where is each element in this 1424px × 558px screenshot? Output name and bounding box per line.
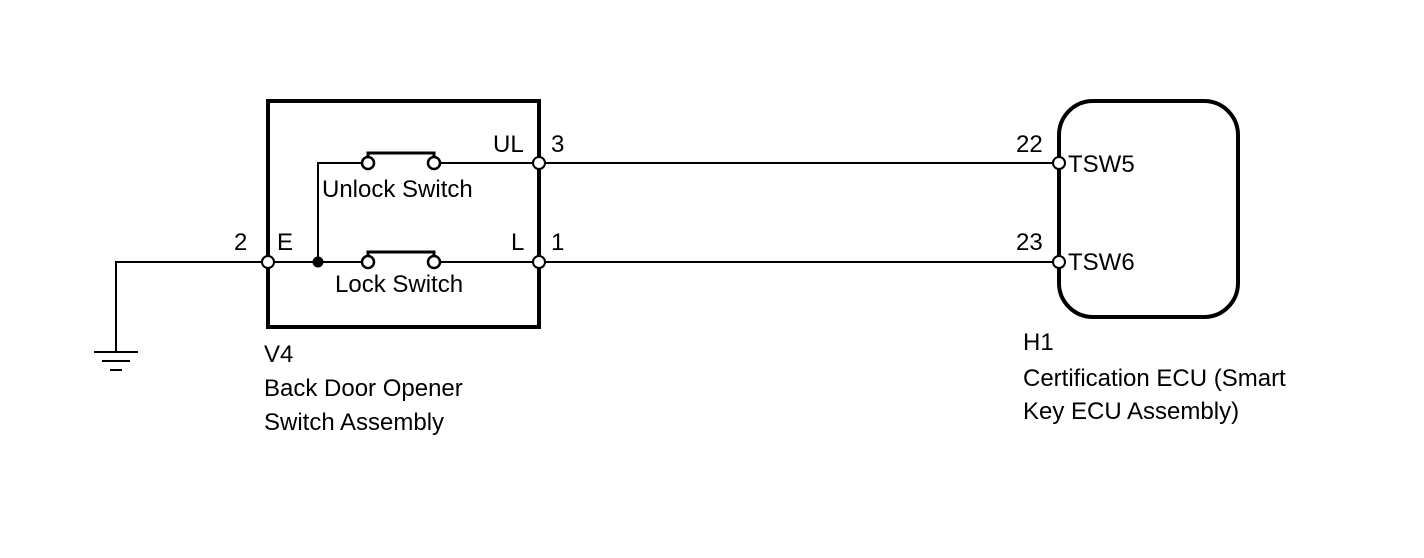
unlock-switch-contact-left	[360, 155, 376, 171]
pin-tsw6-number: 23	[1016, 229, 1043, 256]
pin-tsw5-number: 22	[1016, 131, 1043, 158]
terminal-tsw6	[1052, 255, 1066, 269]
terminal-ul	[532, 156, 546, 170]
unlock-switch-contact-right	[426, 155, 442, 171]
lock-switch: Lock Switch	[335, 250, 463, 298]
switch-assembly-name-line1: Back Door Opener	[264, 375, 463, 402]
switch-assembly: Unlock Switch Lock Switch UL 3 E 2 L 1 V…	[234, 99, 564, 436]
unlock-switch-blade	[366, 151, 436, 163]
ground	[94, 261, 268, 371]
pin-l-number: 1	[551, 229, 564, 256]
lock-switch-contact-left	[360, 254, 376, 270]
lock-switch-contact-right	[426, 254, 442, 270]
pin-ul-number: 3	[551, 131, 564, 158]
pin-e-number: 2	[234, 229, 247, 256]
terminal-tsw5	[1052, 156, 1066, 170]
switch-assembly-name-line2: Switch Assembly	[264, 409, 444, 436]
terminal-l	[532, 255, 546, 269]
unlock-switch-label: Unlock Switch	[322, 176, 473, 203]
certification-ecu: 22 TSW5 23 TSW6 H1 Certification ECU (Sm…	[1016, 99, 1286, 425]
ecu-box	[1057, 99, 1240, 319]
junction-dot	[312, 256, 324, 268]
internal-common-wire	[317, 162, 368, 262]
ground-wire	[115, 261, 268, 352]
pin-ul-name: UL	[493, 131, 524, 158]
unlock-switch: Unlock Switch	[322, 151, 473, 203]
terminal-e	[261, 255, 275, 269]
pin-tsw6-name: TSW6	[1068, 249, 1135, 276]
pin-tsw5-name: TSW5	[1068, 151, 1135, 178]
ecu-name-line2: Key ECU Assembly)	[1023, 398, 1239, 425]
ecu-code: H1	[1023, 329, 1054, 356]
lock-switch-label: Lock Switch	[335, 271, 463, 298]
switch-assembly-code: V4	[264, 341, 293, 368]
pin-l-name: L	[511, 229, 524, 256]
lock-switch-blade	[366, 250, 436, 262]
ecu-name-line1: Certification ECU (Smart	[1023, 365, 1286, 392]
pin-e-name: E	[277, 229, 293, 256]
switch-assembly-box	[266, 99, 541, 329]
